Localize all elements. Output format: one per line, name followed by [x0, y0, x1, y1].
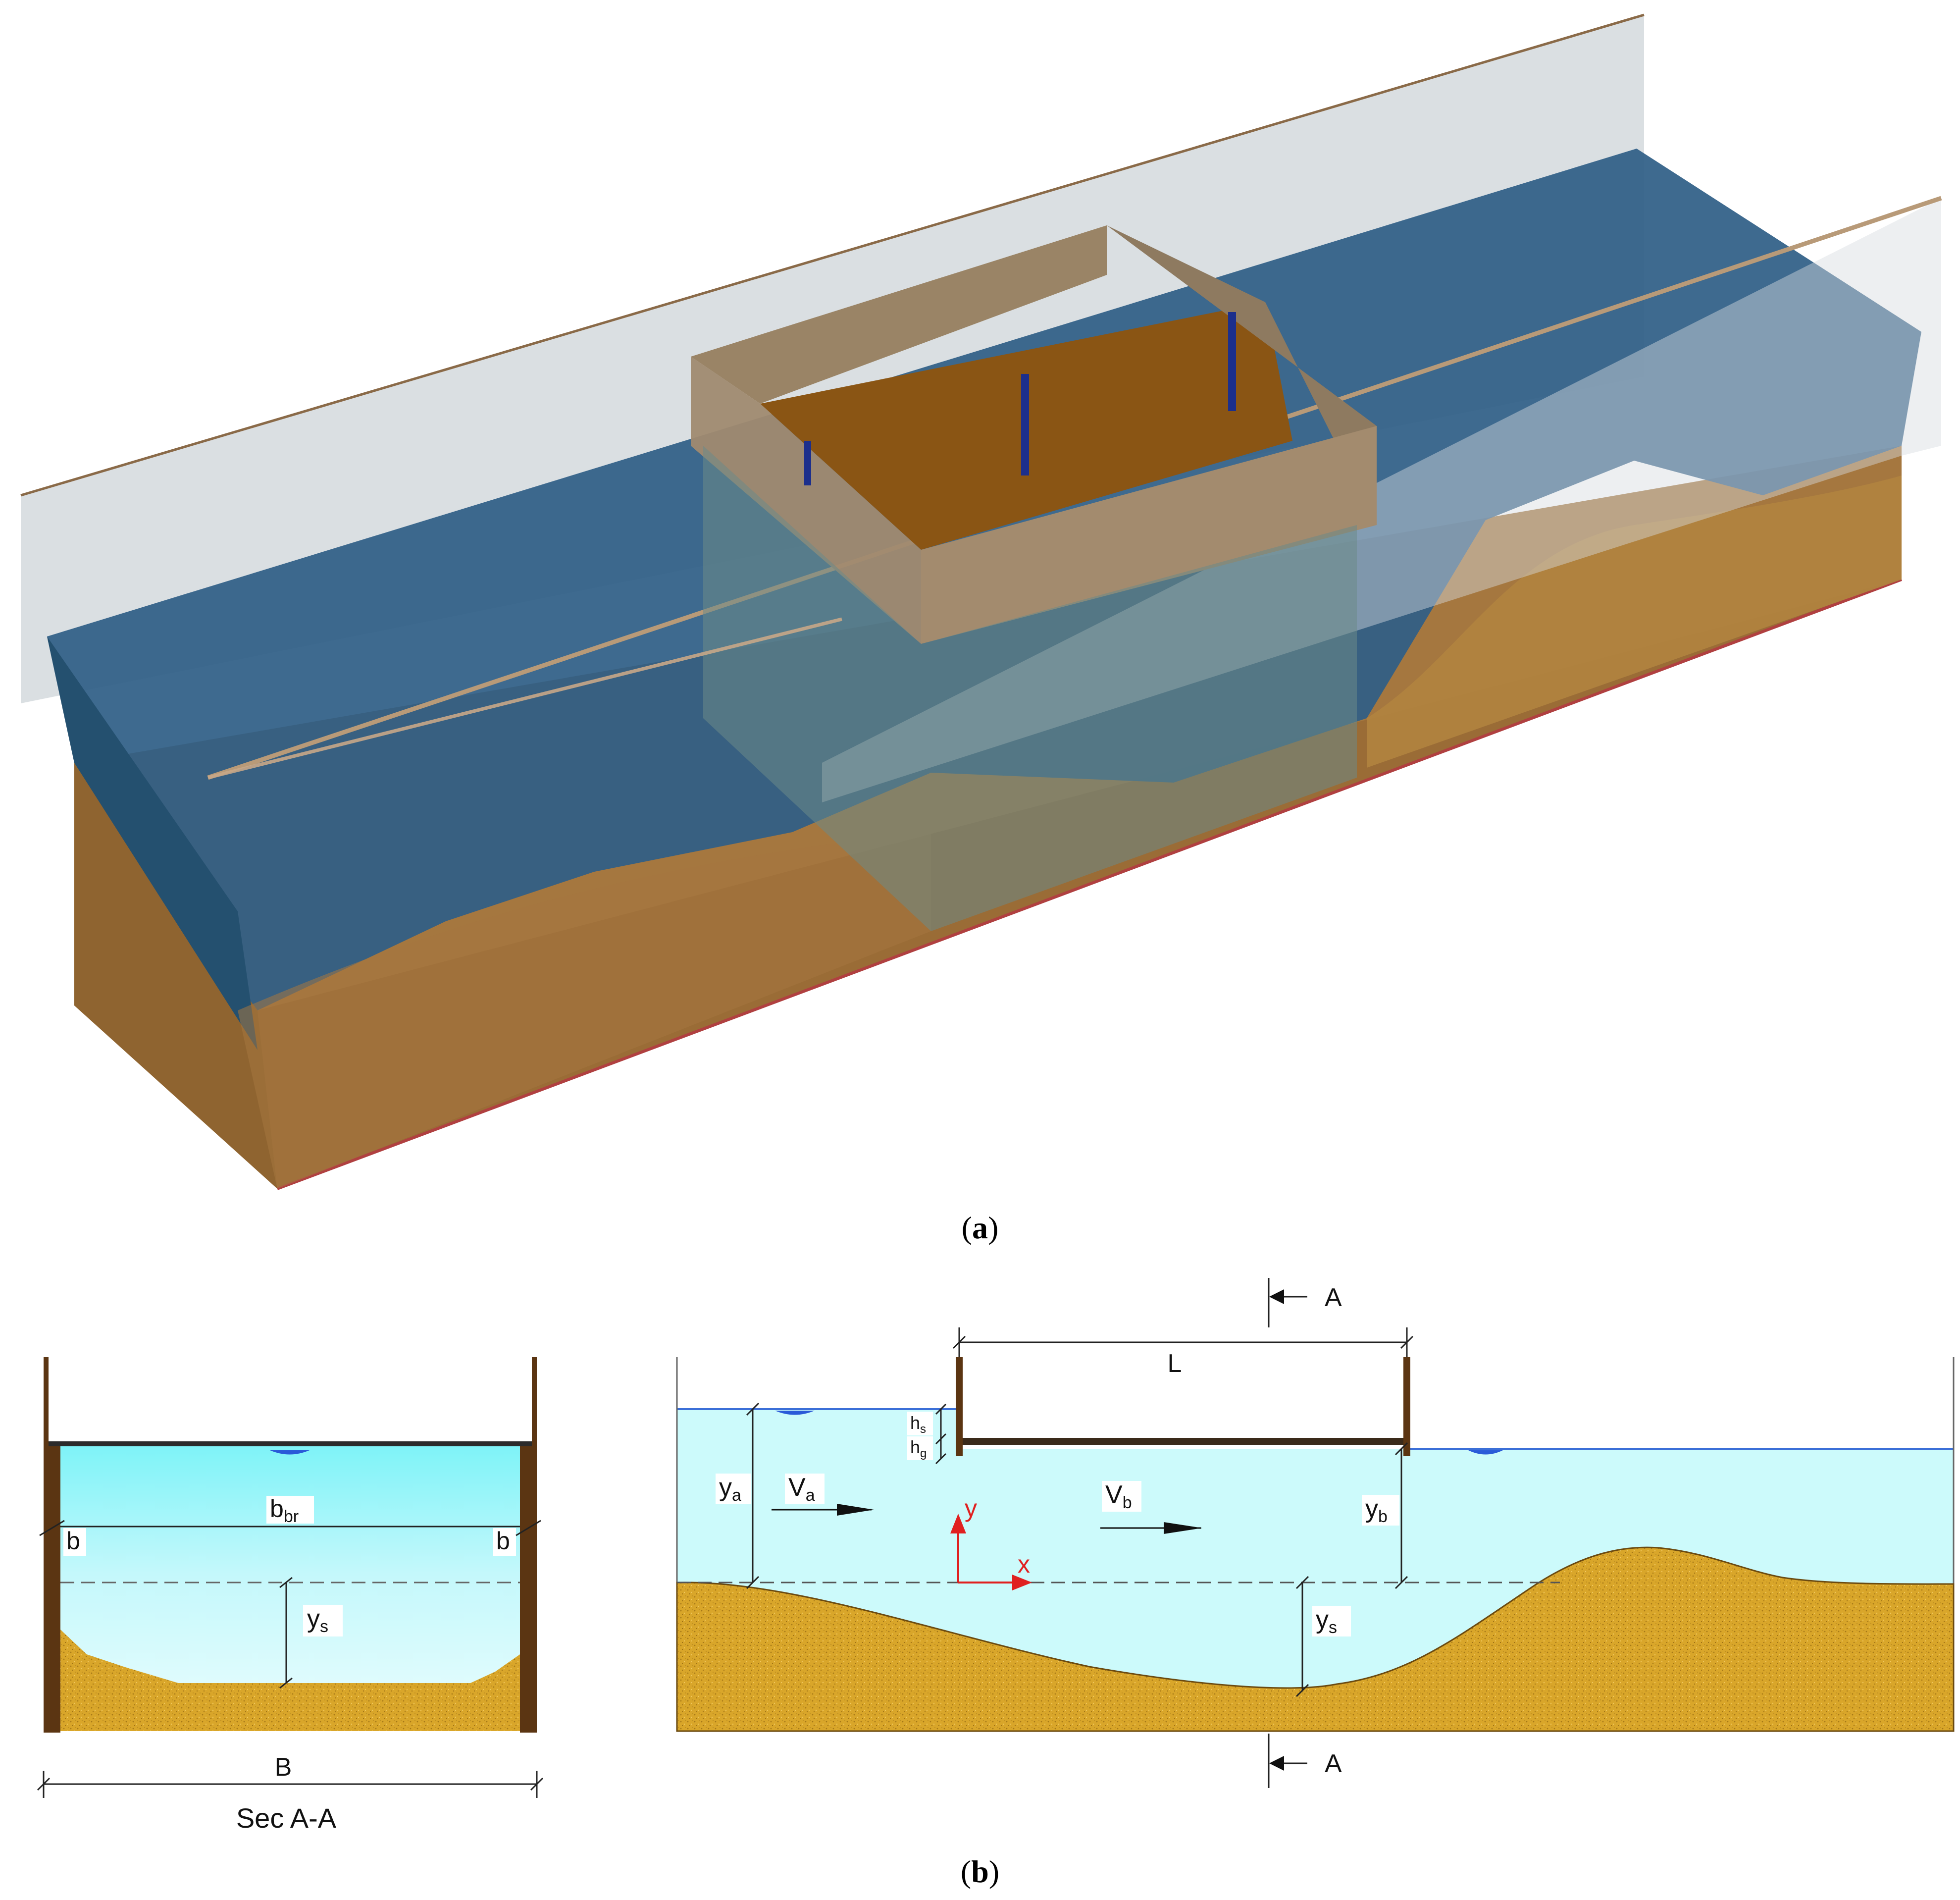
bridge-wall-left — [691, 357, 921, 644]
profile-ys-label: ys — [1312, 1605, 1351, 1637]
section-surface-symbol — [270, 1450, 309, 1455]
svg-text:bbr: bbr — [270, 1495, 299, 1526]
profile-Va-arrowhead — [837, 1504, 874, 1516]
svg-text:b: b — [496, 1527, 510, 1555]
profile-axis-x-label: x — [1018, 1550, 1030, 1578]
section-B-label: B — [275, 1753, 292, 1782]
section-B-tick-left — [37, 1777, 51, 1791]
profile-yb-label: yb — [1362, 1494, 1399, 1526]
profile-L-tick-left — [952, 1335, 966, 1349]
profile-hs-tick-mid — [935, 1433, 947, 1445]
svg-text:hg: hg — [910, 1437, 927, 1460]
profile-surface-symbol-upstream — [775, 1411, 815, 1415]
section-b-left-label: b — [63, 1527, 86, 1556]
profile-ya-tick-bottom — [746, 1576, 760, 1589]
section-soil — [60, 1630, 520, 1731]
section-ys-tick-top — [279, 1577, 293, 1588]
pile-3 — [1228, 312, 1236, 411]
svg-text:yb: yb — [1365, 1494, 1388, 1526]
caption-a: (a) — [962, 1210, 999, 1245]
profile-bridge-pier-right — [1403, 1357, 1410, 1456]
svg-text:Va: Va — [788, 1473, 815, 1505]
soil-side-face — [74, 763, 277, 1189]
bridge-wall-back — [691, 225, 1107, 404]
base-edge — [276, 578, 1903, 1190]
section-ys-tick-bottom — [279, 1677, 293, 1689]
profile-L-tick-right — [1400, 1335, 1414, 1349]
profile-ya-tick-top — [746, 1402, 760, 1416]
profile-bridge-pier-left — [956, 1357, 963, 1456]
pile-2 — [1021, 374, 1029, 475]
svg-text:b: b — [66, 1527, 80, 1555]
back-rail — [207, 617, 842, 780]
section-title: Sec A-A — [236, 1802, 337, 1834]
svg-text:ys: ys — [1316, 1605, 1337, 1637]
profile-Va-label: Va — [785, 1473, 825, 1505]
svg-text:ya: ya — [719, 1473, 741, 1505]
section-b-left-tick — [39, 1520, 65, 1536]
section-B-tick-right — [530, 1777, 544, 1791]
section-post-left — [44, 1357, 49, 1445]
section-wall-right — [520, 1445, 537, 1733]
right-dune — [1367, 475, 1902, 768]
left-scour — [238, 832, 931, 1189]
profile-surface-symbol-downstream — [1468, 1450, 1503, 1455]
section-a-a: bbr b b ys B Sec A-A — [37, 1357, 544, 1834]
back-wall-top-edge — [20, 13, 1645, 497]
section-bbr-label: bbr — [266, 1495, 314, 1526]
svg-text:hs: hs — [910, 1413, 926, 1436]
profile-yb-tick-top — [1394, 1442, 1408, 1456]
svg-text:ys: ys — [307, 1604, 328, 1636]
bridge-submerged-body — [703, 446, 1357, 931]
soil-front-face — [258, 580, 1902, 1189]
bridge-wall-front — [921, 426, 1377, 644]
profile-ya-label: ya — [716, 1473, 751, 1505]
panel-a-3d-view — [20, 13, 1942, 1190]
profile-hg-label: hg — [907, 1436, 933, 1460]
water-front-face — [47, 636, 258, 1050]
profile-hs-tick-top — [935, 1403, 947, 1415]
profile-bridge-deck — [958, 1438, 1406, 1445]
profile-bed — [676, 1546, 1955, 1732]
section-wall-left — [44, 1445, 60, 1733]
caption-b: (b) — [961, 1854, 999, 1889]
longitudinal-profile: L A A ya Va hs hg — [676, 1278, 1955, 1788]
section-deck — [49, 1441, 532, 1446]
section-mark-top-label: A — [1325, 1283, 1342, 1312]
section-ys-label: ys — [303, 1604, 343, 1636]
profile-Vb-label: Vb — [1102, 1480, 1141, 1512]
section-post-right — [532, 1357, 537, 1445]
pile-1 — [804, 441, 811, 485]
profile-axis-y-label: y — [965, 1494, 977, 1522]
profile-hg-tick-bottom — [935, 1453, 947, 1465]
svg-text:Vb: Vb — [1105, 1480, 1132, 1512]
profile-L-label: L — [1168, 1349, 1182, 1378]
profile-hs-label: hs — [907, 1412, 933, 1436]
section-b-right-label: b — [493, 1527, 516, 1556]
profile-Vb-arrowhead — [1164, 1522, 1202, 1534]
section-b-right-tick — [516, 1520, 541, 1536]
profile-yb-tick-bottom — [1394, 1576, 1408, 1589]
profile-ys-tick-top — [1295, 1576, 1309, 1589]
profile-ys-tick-bottom — [1295, 1684, 1309, 1697]
section-mark-bottom-label: A — [1325, 1749, 1342, 1778]
